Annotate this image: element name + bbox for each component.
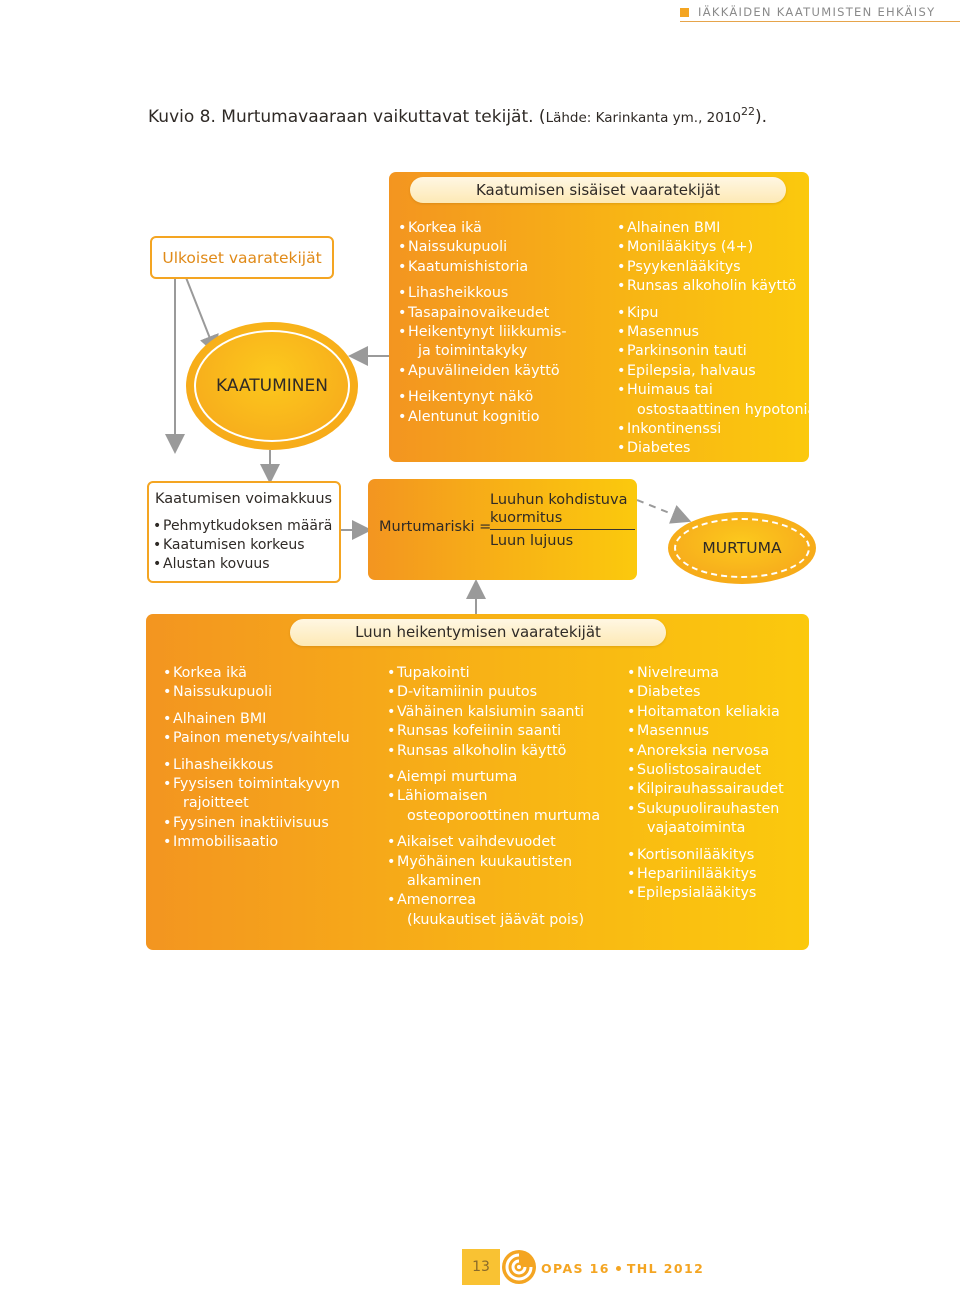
list-item: Kaatumisen korkeus — [153, 536, 332, 555]
list-item: Vähäinen kalsiumin saanti — [387, 703, 600, 723]
list-item: Epilepsia, halvaus — [617, 362, 816, 382]
list-item: Heikentynyt näkö — [398, 388, 567, 408]
list-item: Parkinsonin tauti — [617, 342, 816, 362]
list-item: Masennus — [627, 722, 784, 742]
list-item: ostostaattinen hypotonia — [637, 401, 817, 418]
list-item: Pehmytkudoksen määrä — [153, 517, 332, 536]
fall-intensity-box: Kaatumisen voimakkuus Pehmytkudoksen mää… — [147, 481, 341, 583]
list-item: Amenorrea — [387, 891, 600, 911]
external-risk-label: Ulkoiset vaaratekijät — [162, 248, 322, 267]
internal-risk-list-1: Korkea ikäNaissukupuoliKaatumishistoriaL… — [398, 219, 567, 427]
list-item: Fyysisen toimintakyvyn — [163, 775, 350, 795]
list-item: Runsas alkoholin käyttö — [617, 277, 816, 297]
falling-label: KAATUMINEN — [194, 330, 350, 442]
list-item: Fyysinen inaktiivisuus — [163, 814, 350, 834]
fracture-oval: MURTUMA — [668, 512, 816, 584]
list-item: rajoitteet — [183, 795, 249, 812]
list-item: Monilääkitys (4+) — [617, 238, 816, 258]
list-item: Anoreksia nervosa — [627, 742, 784, 762]
list-item: Immobilisaatio — [163, 833, 350, 853]
list-item: Huimaus tai — [617, 381, 816, 401]
list-item: Tupakointi — [387, 664, 600, 684]
list-item: Sukupuolirauhasten — [627, 800, 784, 820]
list-item: vajaatoiminta — [647, 820, 746, 837]
list-item: Heikentynyt liikkumis- — [398, 323, 567, 343]
list-item: (kuukautiset jäävät pois) — [407, 911, 585, 928]
fracture-label: MURTUMA — [674, 518, 810, 578]
formula-numerator-line2: kuormitus — [490, 510, 563, 526]
list-item: Diabetes — [617, 439, 816, 459]
list-item: Alhainen BMI — [617, 219, 816, 239]
formula-numerator-line1: Luuhun kohdistuva — [490, 492, 628, 508]
list-item: Lähiomaisen — [387, 787, 600, 807]
list-item: Alustan kovuus — [153, 555, 332, 574]
list-item: D-vitamiinin puutos — [387, 683, 600, 703]
fracture-risk-formula-box: Murtumariski = Luuhun kohdistuva kuormit… — [368, 479, 637, 580]
running-header: IÄKKÄIDEN KAATUMISTEN EHKÄISY — [698, 5, 936, 19]
list-item: Hoitamaton keliakia — [627, 703, 784, 723]
list-item: Lihasheikkous — [398, 284, 567, 304]
list-item: Kipu — [617, 304, 816, 324]
list-item: Runsas alkoholin käyttö — [387, 742, 600, 762]
fall-intensity-list: Pehmytkudoksen määräKaatumisen korkeusAl… — [153, 517, 332, 574]
fall-intensity-title: Kaatumisen voimakkuus — [155, 491, 333, 507]
list-item: Kilpirauhassairaudet — [627, 780, 784, 800]
list-item: Diabetes — [627, 683, 784, 703]
formula-fraction-bar — [490, 529, 635, 530]
internal-risk-list-2: Alhainen BMIMonilääkitys (4+)Psyykenlääk… — [617, 219, 816, 459]
list-item: ja toimintakyky — [418, 343, 528, 360]
footer-dot-separator — [615, 1266, 621, 1271]
falling-oval: KAATUMINEN — [186, 322, 358, 450]
thl-logo-icon — [502, 1250, 536, 1284]
internal-risk-panel: Kaatumisen sisäiset vaaratekijät Korkea … — [389, 172, 816, 462]
list-item: Apuvälineiden käyttö — [398, 362, 567, 382]
list-item: Hepariinilääkitys — [627, 865, 784, 885]
list-item: Painon menetys/vaihtelu — [163, 729, 350, 749]
page-number: 13 — [462, 1249, 500, 1285]
internal-risk-title: Kaatumisen sisäiset vaaratekijät — [410, 177, 786, 203]
bone-risk-title: Luun heikentymisen vaaratekijät — [290, 619, 666, 646]
list-item: Kortisonilääkitys — [627, 846, 784, 866]
arrow-external-to-falling — [184, 274, 219, 356]
list-item: Alhainen BMI — [163, 710, 350, 730]
list-item: Aikaiset vaihdevuodet — [387, 833, 600, 853]
list-item: osteoporoottinen murtuma — [407, 807, 601, 824]
list-item: Suolistosairaudet — [627, 761, 784, 781]
bone-risk-panel: Luun heikentymisen vaaratekijät Korkea i… — [146, 614, 809, 950]
list-item: Aiempi murtuma — [387, 768, 600, 788]
external-risk-factors-box: Ulkoiset vaaratekijät — [150, 236, 334, 279]
list-item: Masennus — [617, 323, 816, 343]
list-item: Alentunut kognitio — [398, 408, 567, 428]
list-item: Myöhäinen kuukautisten — [387, 853, 600, 873]
bone-risk-list-2: TupakointiD-vitamiinin puutosVähäinen ka… — [387, 664, 600, 930]
formula-lhs: Murtumariski = — [379, 519, 492, 535]
list-item: Tasapainovaikeudet — [398, 304, 567, 324]
list-item: Nivelreuma — [627, 664, 784, 684]
list-item: Lihasheikkous — [163, 756, 350, 776]
header-rule — [680, 21, 960, 22]
list-item: Naissukupuoli — [398, 238, 567, 258]
figure-caption: Kuvio 8. Murtumavaaraan vaikuttavat teki… — [148, 105, 768, 127]
list-item: Inkontinenssi — [617, 420, 816, 440]
list-item: Korkea ikä — [398, 219, 567, 239]
bone-risk-list-3: NivelreumaDiabetesHoitamaton keliakiaMas… — [627, 664, 784, 904]
list-item: Kaatumishistoria — [398, 258, 567, 278]
list-item: Naissukupuoli — [163, 683, 350, 703]
list-item: Runsas kofeiinin saanti — [387, 722, 600, 742]
bone-risk-list-1: Korkea ikäNaissukupuoliAlhainen BMIPaino… — [163, 664, 350, 853]
list-item: Psyykenlääkitys — [617, 258, 816, 278]
dashed-arrow-to-fracture — [636, 499, 692, 524]
list-item: alkaminen — [407, 873, 482, 890]
list-item: Korkea ikä — [163, 664, 350, 684]
list-item: Epilepsialääkitys — [627, 884, 784, 904]
header-square-icon — [680, 8, 689, 17]
formula-denominator: Luun lujuus — [490, 533, 574, 549]
